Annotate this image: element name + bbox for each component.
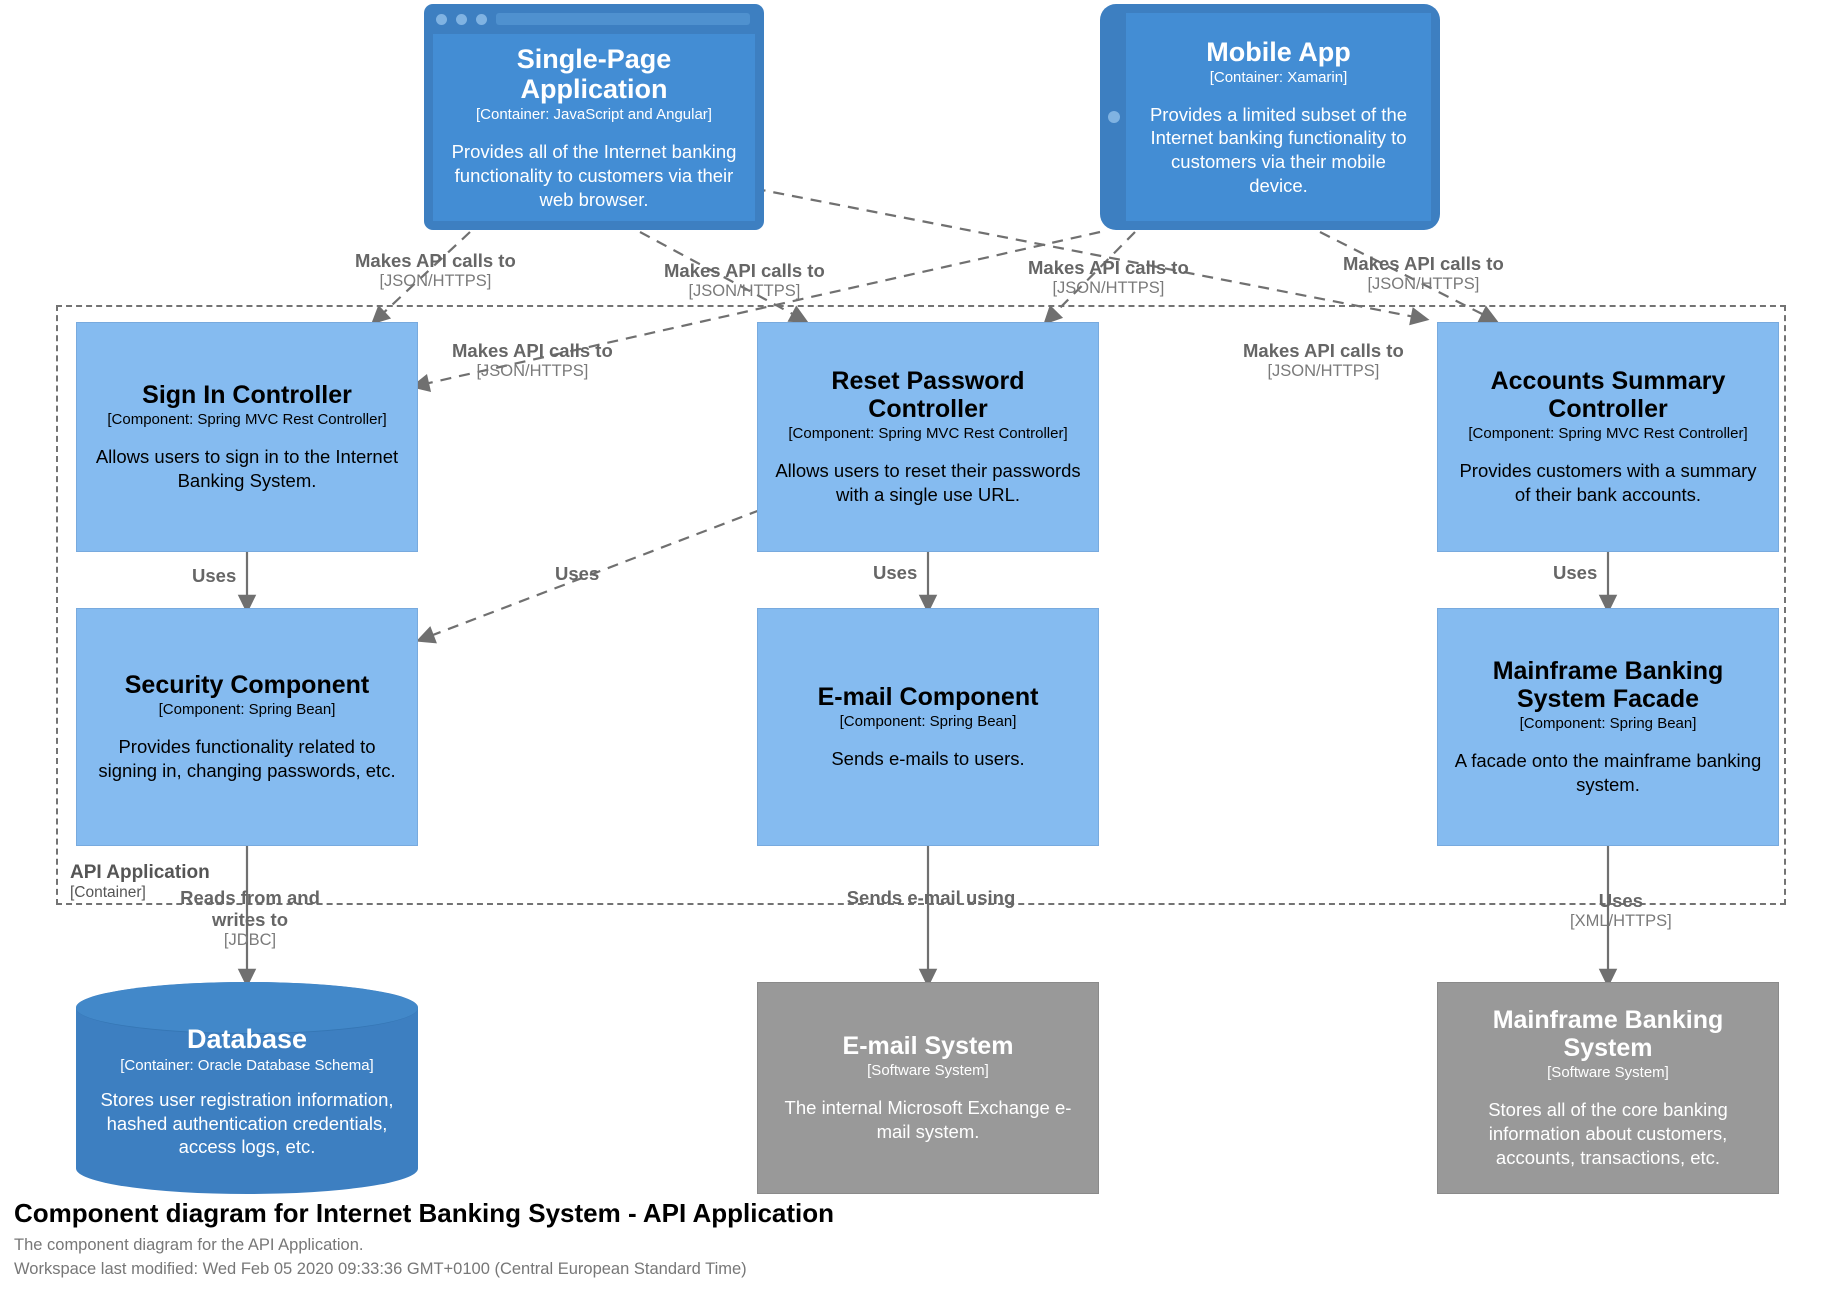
node-accounts-summary-controller[interactable]: Accounts Summary Controller [Component: … <box>1437 322 1779 552</box>
boundary-meta: [Container] <box>70 883 146 901</box>
node-title: E-mail Component <box>817 683 1039 712</box>
node-description: Stores user registration information, ha… <box>100 1088 394 1158</box>
rel-label-email-emailsystem: Sends e-mail using <box>843 887 1019 909</box>
node-title: Sign In Controller <box>142 381 352 410</box>
node-meta: [Container: Xamarin] <box>1209 68 1348 86</box>
rel-title: Uses <box>873 562 918 583</box>
rel-label-accounts-facade: Uses <box>1553 562 1597 584</box>
node-meta: [Component: Spring MVC Rest Controller] <box>788 425 1068 443</box>
rel-title: Uses <box>555 563 600 584</box>
spa-browser-frame: Single-Page Application [Container: Java… <box>424 4 764 230</box>
rel-title: Uses <box>1553 562 1598 583</box>
node-mobile-app[interactable]: Mobile App [Container: Xamarin] Provides… <box>1126 13 1431 221</box>
rel-title: Reads from and writes to <box>180 887 320 930</box>
rel-label-mobile-signin: Makes API calls to [JSON/HTTPS] <box>452 340 613 381</box>
node-reset-password-controller[interactable]: Reset Password Controller [Component: Sp… <box>757 322 1099 552</box>
rel-tech: [JDBC] <box>223 930 277 949</box>
node-title: Accounts Summary Controller <box>1490 367 1726 424</box>
rel-title: Sends e-mail using <box>846 887 1016 908</box>
rel-label-security-database: Reads from and writes to [JDBC] <box>162 887 338 950</box>
rel-title: Makes API calls to <box>355 250 516 271</box>
rel-tech: [XML/HTTPS] <box>1570 911 1672 930</box>
node-title: Mainframe Banking System Facade <box>1492 657 1724 714</box>
node-meta: [Component: Spring Bean] <box>158 701 336 719</box>
rel-tech: [JSON/HTTPS] <box>688 281 801 300</box>
rel-tech: [JSON/HTTPS] <box>1367 274 1480 293</box>
rel-title: Makes API calls to <box>664 260 825 281</box>
rel-label-signin-security: Uses <box>192 565 236 587</box>
diagram-subtitle: The component diagram for the API Applic… <box>14 1236 364 1255</box>
node-meta: [Component: Spring Bean] <box>839 713 1017 731</box>
rel-label-spa-signin: Makes API calls to [JSON/HTTPS] <box>355 250 516 291</box>
node-description: Provides functionality related to signin… <box>98 736 396 781</box>
node-meta: [Container: JavaScript and Angular] <box>476 106 712 124</box>
boundary-title: API Application <box>70 862 210 883</box>
node-single-page-application[interactable]: Single-Page Application [Container: Java… <box>433 34 755 221</box>
node-mainframe-banking-system-facade[interactable]: Mainframe Banking System Facade [Compone… <box>1437 608 1779 846</box>
node-email-component[interactable]: E-mail Component [Component: Spring Bean… <box>757 608 1099 846</box>
node-meta: [Component: Spring MVC Rest Controller] <box>1468 425 1748 443</box>
mobile-screen: Mobile App [Container: Xamarin] Provides… <box>1126 13 1431 221</box>
node-meta: [Container: Oracle Database Schema] <box>120 1056 374 1074</box>
node-description: Provides all of the Internet banking fun… <box>451 141 737 210</box>
node-description: The internal Microsoft Exchange e-mail s… <box>784 1097 1072 1142</box>
rel-title: Makes API calls to <box>452 340 613 361</box>
rel-label-reset-email: Uses <box>873 562 917 584</box>
node-description: Provides customers with a summary of the… <box>1459 460 1757 505</box>
node-meta: [Software System] <box>1547 1064 1669 1082</box>
node-title: Database <box>186 1024 308 1055</box>
rel-tech: [JSON/HTTPS] <box>1052 278 1165 297</box>
node-meta: [Component: Spring MVC Rest Controller] <box>107 411 387 429</box>
diagram-last-modified: Workspace last modified: Wed Feb 05 2020… <box>14 1260 747 1279</box>
node-title: Security Component <box>124 671 370 700</box>
node-title: Single-Page Application <box>516 43 672 104</box>
rel-title: Uses <box>192 565 237 586</box>
node-description: Stores all of the core banking informati… <box>1488 1099 1728 1168</box>
mobile-home-button-icon <box>1108 111 1120 123</box>
rel-title: Makes API calls to <box>1028 257 1189 278</box>
node-title: Mainframe Banking System <box>1492 1006 1724 1063</box>
node-mainframe-banking-system[interactable]: Mainframe Banking System [Software Syste… <box>1437 982 1779 1194</box>
node-sign-in-controller[interactable]: Sign In Controller [Component: Spring MV… <box>76 322 418 552</box>
node-email-system[interactable]: E-mail System [Software System] The inte… <box>757 982 1099 1194</box>
rel-title: Makes API calls to <box>1343 253 1504 274</box>
node-description: Allows users to sign in to the Internet … <box>95 446 399 491</box>
node-meta: [Component: Spring Bean] <box>1519 715 1697 733</box>
boundary-label: API Application [Container] <box>70 862 210 902</box>
rel-tech: [JSON/HTTPS] <box>476 361 589 380</box>
browser-dot-icon <box>456 13 467 25</box>
rel-label-mobile-accounts: Makes API calls to [JSON/HTTPS] <box>1343 253 1504 294</box>
rel-label-facade-mainframe: Uses [XML/HTTPS] <box>1570 890 1672 931</box>
node-security-component[interactable]: Security Component [Component: Spring Be… <box>76 608 418 846</box>
rel-label-spa-accounts: Makes API calls to [JSON/HTTPS] <box>1243 340 1404 381</box>
diagram-title: Component diagram for Internet Banking S… <box>14 1198 835 1229</box>
node-description: A facade onto the mainframe banking syst… <box>1454 750 1762 795</box>
diagram-footer: Component diagram for Internet Banking S… <box>14 1198 834 1282</box>
node-description: Sends e-mails to users. <box>831 748 1025 770</box>
browser-titlebar <box>424 4 764 34</box>
browser-address-bar <box>496 13 750 25</box>
browser-screen: Single-Page Application [Container: Java… <box>433 34 755 221</box>
browser-dot-icon <box>436 13 447 25</box>
node-description: Provides a limited subset of the Interne… <box>1149 103 1408 196</box>
rel-label-spa-reset: Makes API calls to [JSON/HTTPS] <box>664 260 825 301</box>
rel-label-reset-security: Uses <box>555 563 599 585</box>
rel-label-mobile-reset: Makes API calls to [JSON/HTTPS] <box>1028 257 1189 298</box>
mobile-device-frame: Mobile App [Container: Xamarin] Provides… <box>1100 4 1440 230</box>
rel-tech: [JSON/HTTPS] <box>1267 361 1380 380</box>
rel-tech: [JSON/HTTPS] <box>379 271 492 290</box>
node-meta: [Software System] <box>867 1062 989 1080</box>
rel-title: Makes API calls to <box>1243 340 1404 361</box>
rel-title: Uses <box>1598 890 1643 911</box>
node-title: Reset Password Controller <box>831 367 1025 424</box>
node-title: Mobile App <box>1206 36 1351 67</box>
node-database[interactable]: Database [Container: Oracle Database Sch… <box>76 982 418 1194</box>
node-title: E-mail System <box>842 1032 1014 1061</box>
node-description: Allows users to reset their passwords wi… <box>775 460 1081 505</box>
browser-dot-icon <box>476 13 487 25</box>
